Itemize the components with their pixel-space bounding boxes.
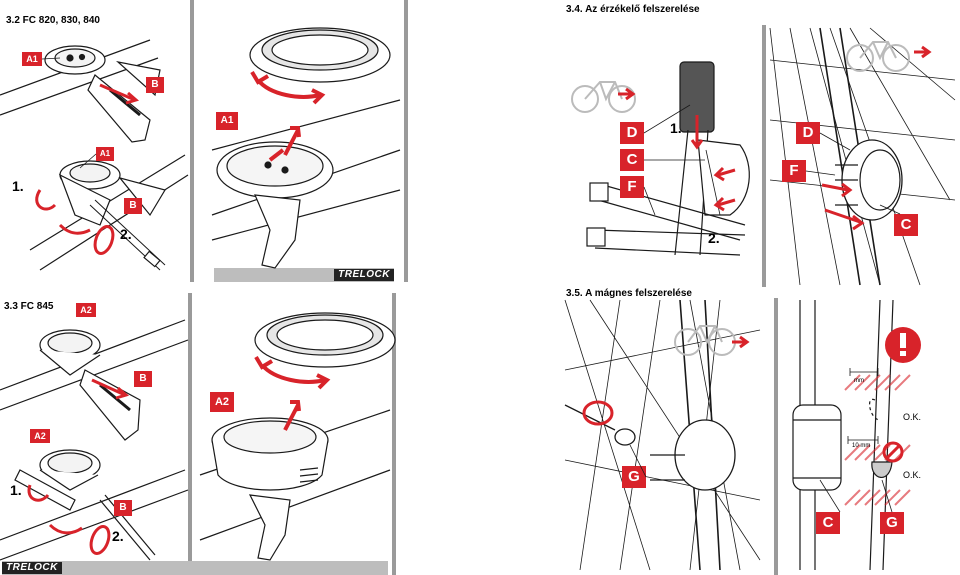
panel-sensor-wheel xyxy=(769,27,956,286)
distance-label-mid: 10 mm xyxy=(852,443,871,449)
label-d-sensor: D xyxy=(620,122,644,144)
frame-divider-sensor xyxy=(762,25,766,287)
label-b-fc845-top: B xyxy=(134,371,152,387)
label-g-detail: G xyxy=(880,512,904,534)
label-text: D xyxy=(802,124,814,141)
prohibited-icon xyxy=(882,441,904,463)
ok-label-bottom: O.K. xyxy=(903,470,922,480)
label-a2-second: A2 xyxy=(30,429,50,443)
label-text: B xyxy=(151,79,159,90)
step-1-sensor: 1. xyxy=(670,120,682,136)
trelock-logo-top: TRELOCK xyxy=(214,268,394,282)
label-text: C xyxy=(626,151,638,168)
label-text: B xyxy=(119,502,127,513)
frame-divider-top-left xyxy=(190,0,194,282)
label-text: A2 xyxy=(80,305,92,315)
label-text: C xyxy=(900,216,912,233)
bike-icon-wheel xyxy=(846,41,910,72)
label-b-top: B xyxy=(146,77,164,93)
section-title-magnet: 3.5. A mágnes felszerelése xyxy=(566,288,692,299)
frame-divider-magnet xyxy=(774,298,778,575)
trelock-logo-text: TRELOCK xyxy=(2,562,62,574)
trelock-logo-text: TRELOCK xyxy=(334,269,394,281)
label-text: D xyxy=(626,124,638,141)
label-text: A1 xyxy=(99,149,111,158)
distance-zone-hatch xyxy=(844,374,911,506)
label-a2-closeup: A2 xyxy=(210,392,234,412)
step-2-sensor: 2. xyxy=(708,230,720,246)
label-boxes xyxy=(22,52,918,534)
section-title-sensor: 3.4. Az érzékelő felszerelése xyxy=(566,4,700,15)
label-b-fc845-second: B xyxy=(114,500,132,516)
section-title-fc845: 3.3 FC 845 xyxy=(4,301,54,312)
label-b-second: B xyxy=(124,198,142,214)
label-text: F xyxy=(627,178,637,195)
label-c-detail: C xyxy=(816,512,840,534)
label-d-wheel: D xyxy=(796,122,820,144)
label-text: A2 xyxy=(34,431,46,441)
label-f-sensor: F xyxy=(620,176,644,198)
distance-label-top: mm xyxy=(854,378,864,384)
step-1-fc845: 1. xyxy=(10,482,22,498)
label-a1-second: A1 xyxy=(96,147,114,161)
label-text: F xyxy=(789,162,799,179)
step-1-fc820: 1. xyxy=(12,178,24,194)
panel-fc845-overview xyxy=(0,319,189,561)
label-f-wheel: F xyxy=(782,160,806,182)
frame-divider-bottom-left xyxy=(188,293,192,575)
label-text: G xyxy=(628,468,640,485)
panel-fc845-closeup xyxy=(199,312,396,561)
panel-fc820-closeup xyxy=(211,27,401,269)
label-c-wheel: C xyxy=(894,214,918,236)
label-text: G xyxy=(886,514,898,531)
label-a1-top: A1 xyxy=(22,52,42,66)
label-g-spokes: G xyxy=(622,466,646,488)
frame-divider-top-right xyxy=(404,0,408,282)
panel-magnet-detail xyxy=(792,299,894,571)
panel-magnet-spokes xyxy=(564,299,761,571)
label-a2-top: A2 xyxy=(76,303,96,317)
ok-label-top: O.K. xyxy=(903,412,922,422)
trelock-logo-bottom: TRELOCK xyxy=(2,561,388,575)
warning-icon xyxy=(885,327,921,363)
step-2-fc820: 2. xyxy=(120,226,132,242)
label-text: B xyxy=(139,373,147,384)
frame-divider-bottom-right xyxy=(392,293,396,575)
label-text: A2 xyxy=(214,396,230,408)
label-text: B xyxy=(129,200,137,211)
label-text: A1 xyxy=(26,54,38,64)
label-text: C xyxy=(822,514,834,531)
bike-icon-sensor xyxy=(571,81,636,113)
panel-sensor-fork xyxy=(571,61,750,256)
panel-fc820-overview xyxy=(0,39,189,271)
step-2-fc845: 2. xyxy=(112,528,124,544)
label-c-sensor: C xyxy=(620,149,644,171)
label-text: A1 xyxy=(220,115,234,126)
label-a1-closeup: A1 xyxy=(216,112,238,130)
section-title-fc820: 3.2 FC 820, 830, 840 xyxy=(6,15,100,26)
